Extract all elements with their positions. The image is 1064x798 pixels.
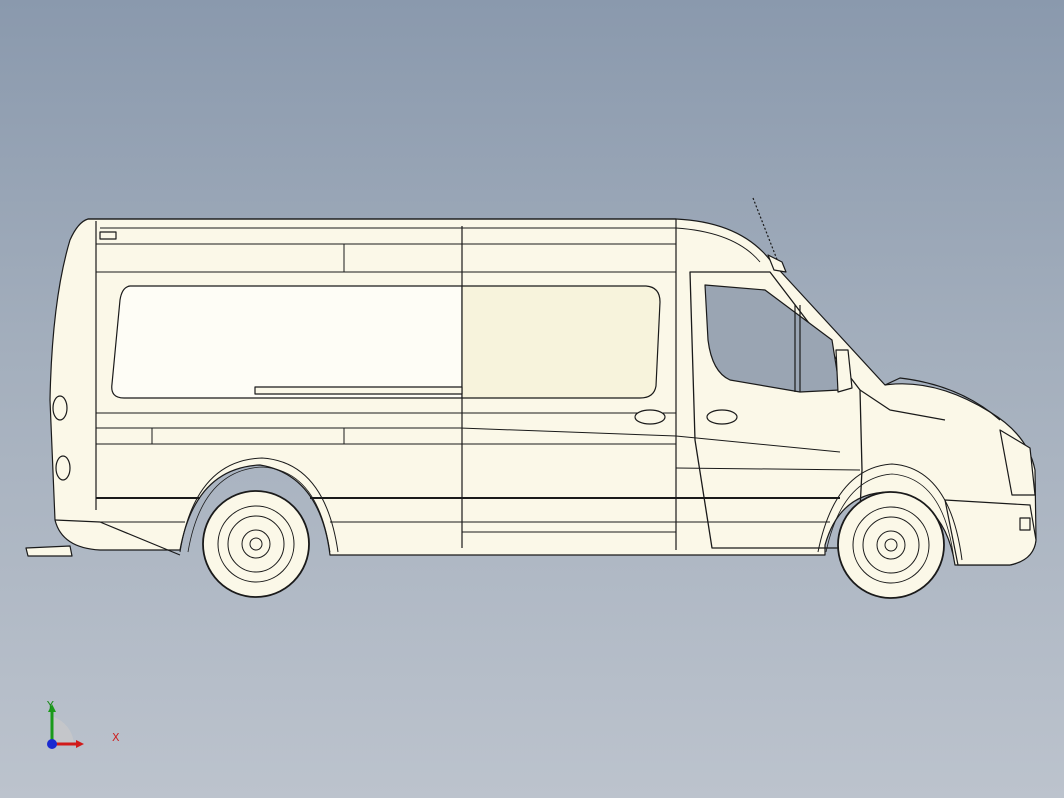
y-axis-label: Y — [47, 699, 54, 712]
cab-window[interactable] — [704, 284, 841, 393]
sliding-door-handle[interactable] — [634, 409, 666, 425]
side-window-rear — [111, 285, 463, 399]
sliding-door-rail — [254, 386, 463, 395]
rear-wheel[interactable] — [202, 490, 310, 598]
headlight — [999, 429, 1036, 496]
rear-wheel-arch — [179, 457, 339, 553]
front-door-handle[interactable] — [706, 409, 738, 425]
front-wheel-arch — [817, 463, 963, 561]
front-bumper — [944, 499, 1037, 566]
rear-light-upper — [52, 395, 68, 421]
roof-edge — [88, 218, 677, 550]
coordinate-triad: X Y — [30, 696, 120, 766]
rear-step — [25, 545, 73, 557]
axis-triad-icon — [47, 704, 84, 749]
rear-light-lower — [55, 455, 71, 481]
side-mirror — [835, 349, 853, 393]
roof-antenna — [752, 197, 779, 263]
x-axis-label: X — [112, 731, 120, 744]
front-wheel[interactable] — [837, 491, 945, 599]
side-window-sliding-door — [461, 285, 661, 399]
rear-marker-light — [99, 231, 117, 240]
